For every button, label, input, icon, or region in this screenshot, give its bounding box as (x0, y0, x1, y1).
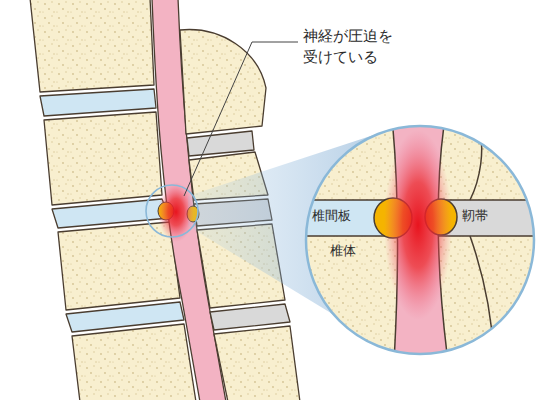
enlarged-bone-edge (470, 120, 482, 200)
vertebral-body (72, 324, 196, 400)
ligament (187, 131, 254, 156)
posterior-vertebra (214, 326, 300, 400)
posterior-vertebra (180, 30, 266, 134)
vertebral-body (44, 112, 162, 205)
enlarged-compression-glow (384, 130, 452, 320)
part-label: 椎体 (330, 243, 356, 260)
leader-line (184, 42, 298, 196)
part-label: 靭帯 (462, 208, 488, 225)
vertebral-body (30, 0, 154, 92)
enlarged-view (296, 118, 540, 362)
part-label: 椎間板 (312, 208, 351, 225)
focus-circle (146, 185, 198, 237)
callout-text: 神経が圧迫を 受けている (303, 26, 403, 68)
enlarged-view-outline (306, 126, 534, 354)
ligament (210, 304, 290, 330)
intervertebral-disc (40, 89, 156, 116)
